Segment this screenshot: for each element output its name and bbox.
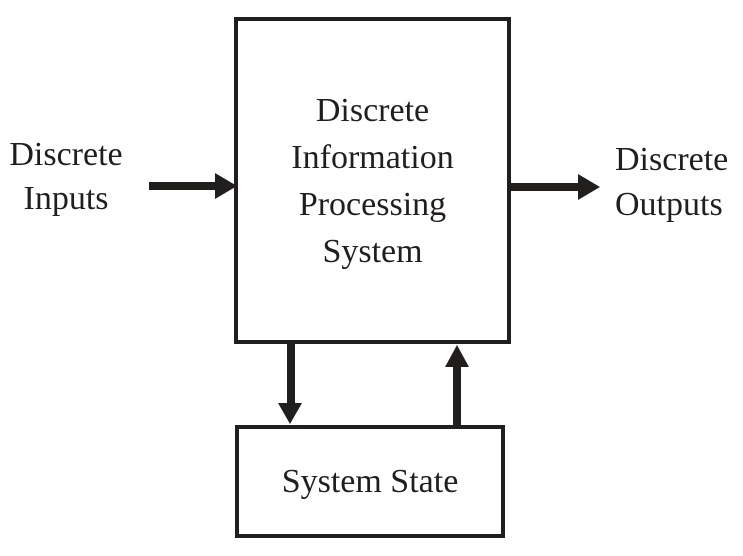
input-arrow-head-icon <box>215 173 237 199</box>
discrete-outputs-label-line: Discrete <box>615 141 729 178</box>
discrete-inputs-label-line: Discrete <box>9 136 123 173</box>
state-up-arrow-head-icon <box>445 345 469 367</box>
input-arrow-shaft <box>149 182 216 190</box>
system-state-box: System State <box>235 425 505 538</box>
processing-system-label-line: System <box>322 232 423 270</box>
processing-system-box: Discrete Information Processing System <box>234 17 511 344</box>
processing-system-label-line: Information <box>291 138 454 176</box>
state-down-arrow-shaft <box>287 340 295 404</box>
processing-system-label-line: Processing <box>298 185 447 223</box>
state-down-arrow-head-icon <box>278 403 302 424</box>
discrete-inputs-label-line: Inputs <box>23 180 109 217</box>
output-arrow-shaft <box>508 183 579 191</box>
discrete-outputs-label-line: Outputs <box>615 186 723 223</box>
discrete-inputs-label: Discrete Inputs <box>0 133 132 221</box>
discrete-outputs-label: Discrete Outputs <box>615 137 743 227</box>
output-arrow-head-icon <box>578 174 600 200</box>
state-up-arrow-shaft <box>453 366 461 427</box>
processing-system-label-line: Discrete <box>315 91 430 129</box>
processing-system-label: Discrete Information Processing System <box>291 87 453 275</box>
system-state-label: System State <box>281 462 459 500</box>
